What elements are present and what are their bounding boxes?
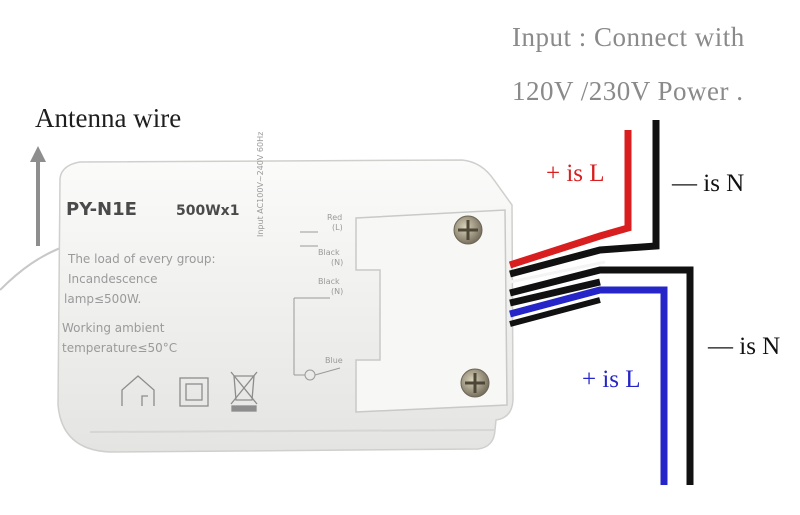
spec-line-1: The load of every group: [68, 252, 216, 266]
input-instruction-line-1: Input : Connect with [512, 22, 745, 52]
schematic-label-blue: Blue [325, 356, 343, 365]
wire-white-stripe [509, 260, 606, 284]
antenna-arrow-head [30, 146, 46, 162]
wiring-schematic [293, 231, 341, 381]
terminal-cover [355, 209, 508, 413]
spec-line-4: Working ambient [62, 321, 165, 335]
schematic-label-red: Red [327, 213, 343, 222]
schematic-label-black-2: Black [318, 277, 340, 286]
wire-black-input [509, 120, 660, 278]
input-instruction-line-2: 120V /230V Power . [512, 76, 744, 106]
screw-top [453, 215, 483, 245]
schematic-label-black-1: Black [318, 248, 340, 257]
wire-black-output-2 [509, 278, 601, 307]
input-neutral-label: — is N [672, 170, 745, 197]
screw-bottom [460, 368, 490, 398]
indoor-use-icon [121, 375, 155, 406]
weee-bin-icon [230, 371, 258, 412]
spec-line-2: Incandescence [68, 272, 158, 286]
spec-line-3: lamp≤500W. [64, 292, 142, 306]
wire-black-output-3 [509, 297, 601, 327]
double-insulation-icon [179, 377, 209, 407]
wire-black-output [509, 266, 694, 485]
power-rating: 500Wx1 [176, 203, 240, 219]
schematic-label-black-1-n: (N) [331, 258, 344, 267]
housing-bottom-edge [89, 429, 496, 433]
schematic-label-red-l: (L) [332, 223, 343, 232]
schematic-label-black-2-n: (N) [331, 287, 344, 296]
red-wire-live-label: + is L [546, 160, 605, 187]
antenna-cable [0, 244, 69, 291]
input-voltage-rating: Input AC100V~240V 60Hz [256, 131, 265, 237]
wire-blue-output [509, 286, 668, 485]
blue-wire-live-label: + is L [582, 366, 641, 393]
spec-line-5: temperature≤50°C [62, 341, 178, 355]
output-neutral-label: — is N [708, 333, 781, 360]
model-name: PY-N1E [66, 199, 137, 220]
wire-red-input [508, 130, 632, 269]
antenna-wire-label: Antenna wire [35, 103, 182, 133]
